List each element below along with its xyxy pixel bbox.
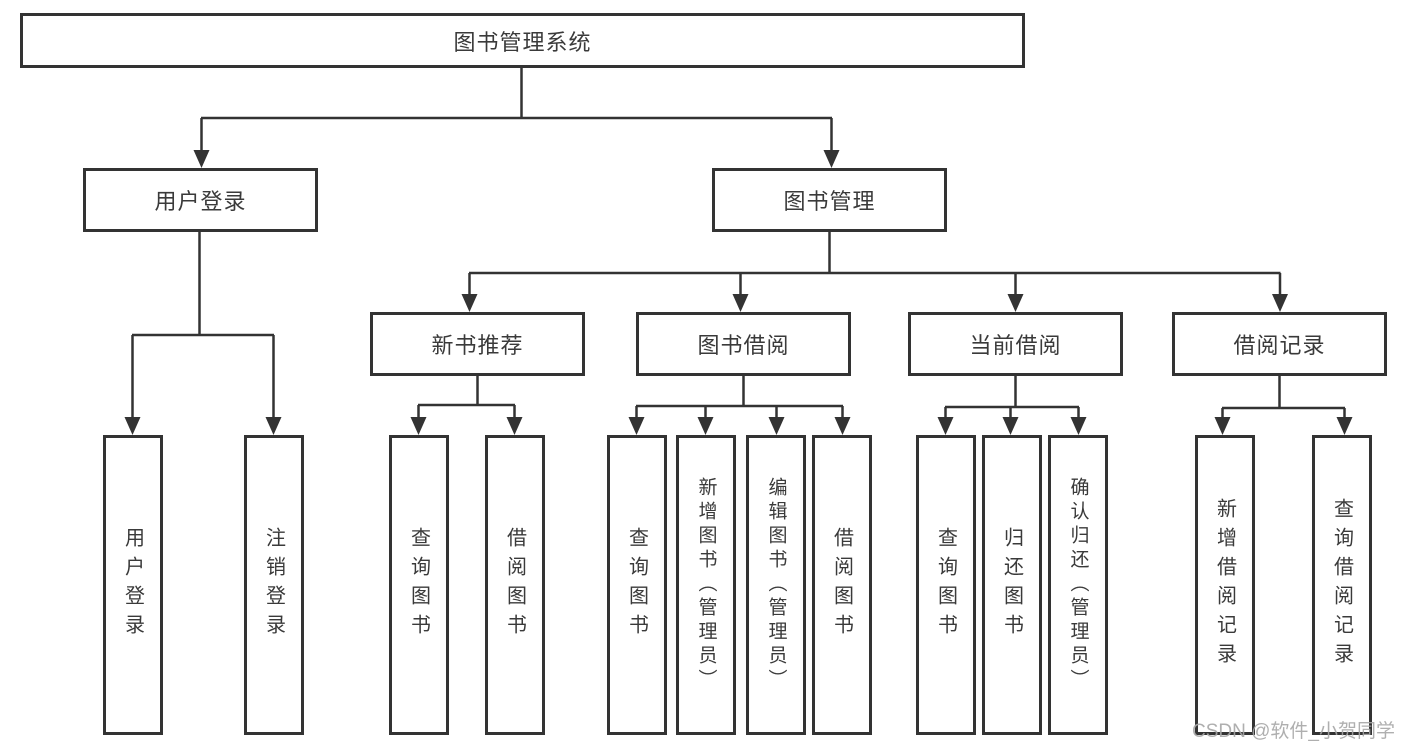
leaf-label: 查询图书 — [934, 527, 957, 643]
node-current-borrowing: 当前借阅 — [908, 312, 1123, 376]
leaf-label: 新增借阅记录 — [1213, 498, 1236, 672]
leaf-label: 借阅图书 — [830, 527, 853, 643]
node-book-management: 图书管理 — [712, 168, 947, 232]
node-leaf-query-borrow-record: 查询借阅记录 — [1312, 435, 1372, 735]
node-leaf-add-borrow-record: 新增借阅记录 — [1195, 435, 1255, 735]
node-leaf-borrow-books-borrowing: 借阅图书 — [812, 435, 872, 735]
node-leaf-add-book-admin: 新增图书（管理员） — [676, 435, 736, 735]
node-leaf-borrow-books-recommend: 借阅图书 — [485, 435, 545, 735]
leaf-label: 新增图书（管理员） — [695, 477, 717, 693]
node-root: 图书管理系统 — [20, 13, 1025, 68]
node-leaf-query-books-borrowing: 查询图书 — [607, 435, 667, 735]
watermark: CSDN @软件_小贺同学 — [1192, 721, 1395, 742]
node-user-login-module: 用户登录 — [83, 168, 318, 232]
leaf-label: 编辑图书（管理员） — [765, 477, 787, 693]
leaf-label: 查询图书 — [625, 527, 648, 643]
leaf-label: 查询图书 — [407, 527, 430, 643]
node-borrowing-records: 借阅记录 — [1172, 312, 1387, 376]
node-leaf-confirm-return-admin: 确认归还（管理员） — [1048, 435, 1108, 735]
leaf-label: 查询借阅记录 — [1330, 498, 1353, 672]
node-leaf-query-books-recommend: 查询图书 — [389, 435, 449, 735]
node-leaf-user-login: 用户登录 — [103, 435, 163, 735]
leaf-label: 归还图书 — [1000, 527, 1023, 643]
node-leaf-query-books-current: 查询图书 — [916, 435, 976, 735]
node-book-borrowing: 图书借阅 — [636, 312, 851, 376]
node-new-book-recommend: 新书推荐 — [370, 312, 585, 376]
node-leaf-return-book: 归还图书 — [982, 435, 1042, 735]
leaf-label: 借阅图书 — [503, 527, 526, 643]
leaf-label: 确认归还（管理员） — [1067, 477, 1089, 693]
leaf-label: 注销登录 — [262, 527, 285, 643]
node-leaf-logout: 注销登录 — [244, 435, 304, 735]
leaf-label: 用户登录 — [121, 527, 144, 643]
node-leaf-edit-book-admin: 编辑图书（管理员） — [746, 435, 806, 735]
